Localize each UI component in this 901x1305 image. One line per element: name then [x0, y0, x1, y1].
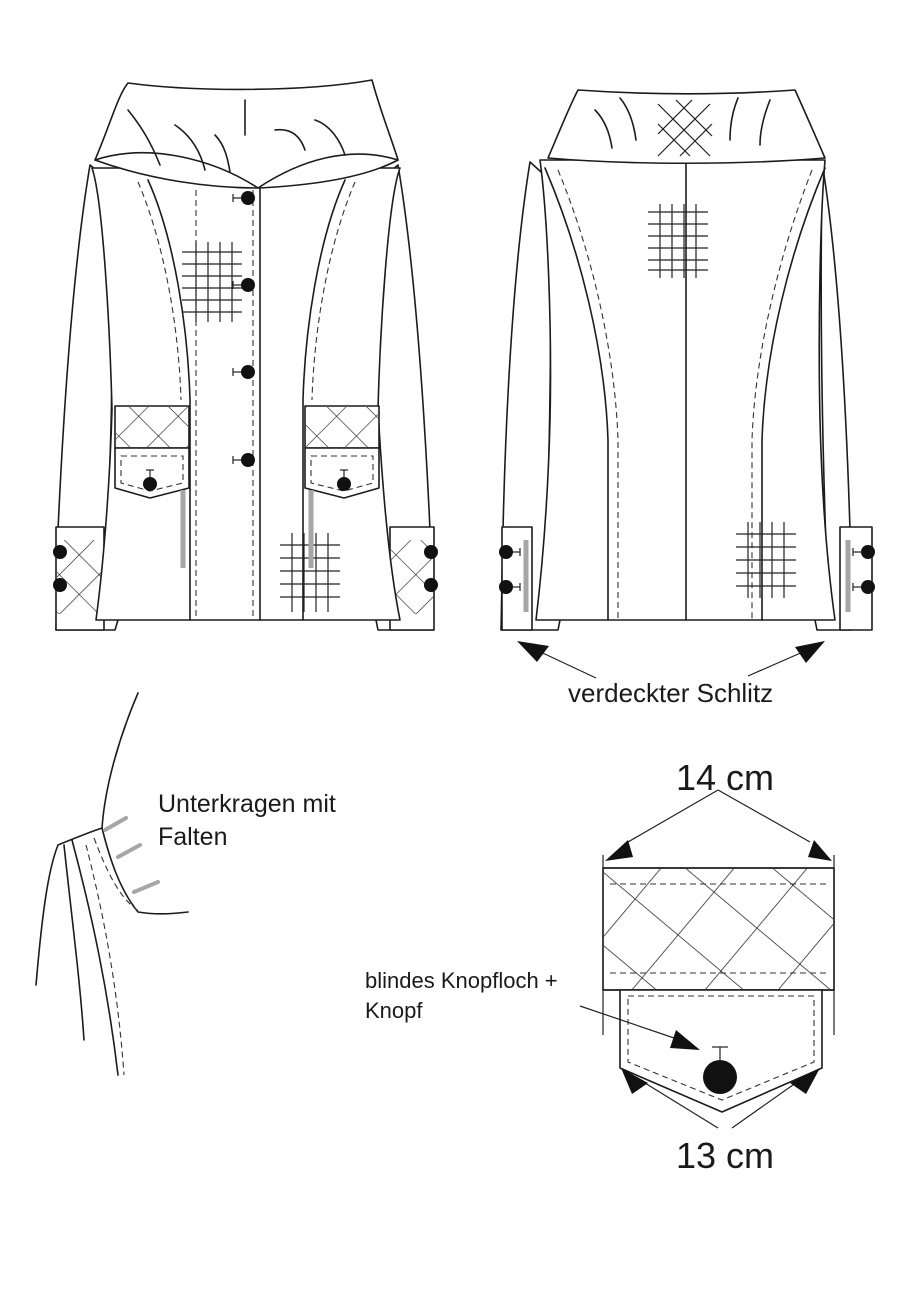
under-collar-detail — [35, 692, 189, 1076]
front-right-cuff-button-bottom — [424, 578, 438, 592]
blind-buttonhole-label-line1: blindes Knopfloch + — [365, 968, 558, 993]
blind-buttonhole-label-line2: Knopf — [365, 998, 423, 1023]
pocket-width-top-label: 14 cm — [676, 757, 775, 798]
pocket-width-bottom-label: 13 cm — [676, 1135, 775, 1176]
hidden-slit-arrows — [517, 641, 825, 679]
front-placket-buttons — [232, 191, 255, 467]
front-body — [91, 167, 401, 621]
back-hood — [547, 89, 826, 165]
front-right-cuff-button-top — [424, 545, 438, 559]
back-upper-patch — [648, 204, 708, 278]
front-hem-patch — [280, 533, 340, 612]
pocket-detail-flap — [619, 989, 823, 1113]
under-collar-label-line2: Falten — [158, 823, 228, 851]
back-right-sleeve — [814, 161, 875, 631]
front-hood-collar — [94, 79, 399, 189]
front-right-sleeve — [374, 164, 438, 631]
jacket-front-view — [53, 79, 438, 631]
pocket-detail-button — [703, 1060, 737, 1094]
pocket-detail — [579, 789, 835, 1129]
jacket-back-view — [499, 89, 875, 679]
front-left-cuff-button-bottom — [53, 578, 67, 592]
pocket-detail-plaid — [604, 869, 833, 989]
front-left-pocket — [114, 405, 190, 568]
front-right-pocket — [304, 405, 380, 568]
front-chest-patch — [182, 242, 242, 322]
blind-buttonhole-label: blindes Knopfloch + Knopf — [365, 966, 558, 1026]
back-hem-patch — [736, 522, 796, 598]
hidden-slit-label: verdeckter Schlitz — [568, 678, 774, 708]
front-left-sleeve — [53, 164, 119, 631]
front-left-cuff-button-top — [53, 545, 67, 559]
under-collar-label-line1: Unterkragen mit — [158, 790, 336, 818]
